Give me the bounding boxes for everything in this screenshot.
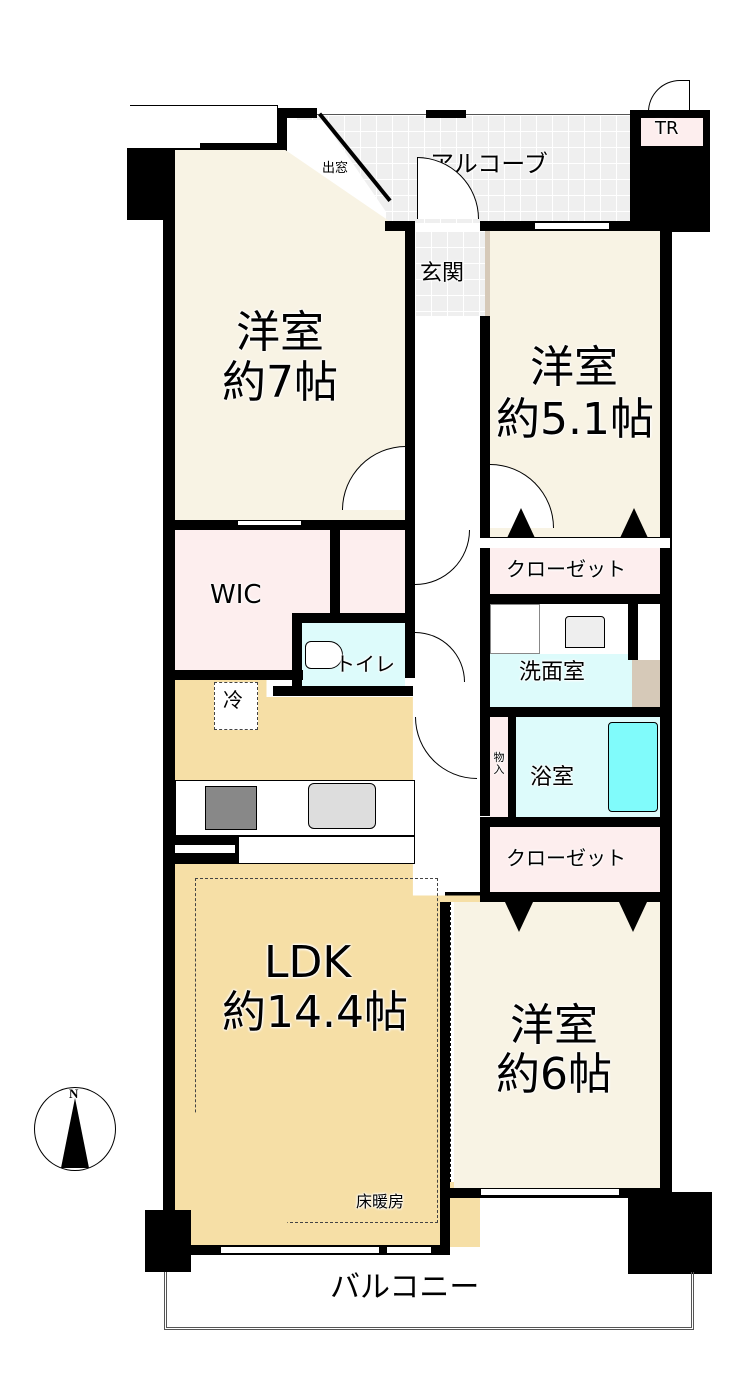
wall-washroom-right <box>628 604 638 660</box>
wic-small-storage <box>340 530 405 615</box>
western-room-5-1-size: 約5.1帖 <box>496 394 654 445</box>
toilet-fixture <box>305 641 343 669</box>
western-room-6-name: 洋室 <box>510 1000 598 1051</box>
wic-window <box>237 520 302 526</box>
wall-washroom-bottom <box>480 707 670 717</box>
western-room-6-size: 約6帖 <box>496 1049 612 1100</box>
wall-toilet-left <box>292 613 302 693</box>
wall-v-closet-lower-left <box>480 817 490 902</box>
western-room-7-name: 洋室 <box>236 307 324 358</box>
window-room6 <box>480 1188 620 1196</box>
tr-door[interactable] <box>648 80 690 112</box>
western-room-6 <box>454 902 660 1190</box>
ldk-size: 約14.4帖 <box>222 987 408 1038</box>
fridge-space <box>214 682 258 730</box>
tr-box <box>641 118 703 146</box>
compass-arrow-icon <box>61 1098 89 1168</box>
linen-storage <box>632 660 660 710</box>
wall-closet-upper-bottom <box>480 594 670 604</box>
stove <box>205 786 257 830</box>
left-wall-upper <box>163 148 175 1248</box>
washroom-label: 洗面室 <box>519 660 586 685</box>
western-room-5-1-upper <box>524 231 660 321</box>
western-room-5-1-name: 洋室 <box>530 342 618 393</box>
entrance-label: 玄関 <box>420 261 465 286</box>
sink-bowl <box>565 616 605 648</box>
closet-door-marker <box>620 508 648 538</box>
tr-label: TR <box>655 118 679 139</box>
fridge-label: 冷 <box>223 688 243 712</box>
floor-heating-label: 床暖房 <box>356 1192 405 1211</box>
counter-lower <box>238 836 415 864</box>
wall-bath-bottom <box>480 817 670 827</box>
closet-door-marker <box>505 902 533 932</box>
wall-alcove-bottom <box>385 221 415 231</box>
wall-v-entrance-left <box>405 223 415 678</box>
top-wall-left-h <box>200 143 287 153</box>
washing-machine-pan <box>490 604 540 654</box>
wall-v-corridor-right <box>480 316 490 816</box>
counter-slot <box>175 845 235 853</box>
floor-heating-area <box>195 878 438 1223</box>
balcony-label: バルコニー <box>330 1270 480 1305</box>
window-top-right <box>534 222 610 230</box>
wall-wic-bottom <box>163 670 303 680</box>
storage-label: 物入 <box>493 751 505 776</box>
ldk-name: LDK <box>264 937 352 988</box>
balcony <box>164 1272 694 1330</box>
wall-toilet-top <box>292 613 412 623</box>
bathroom-label: 浴室 <box>530 765 575 790</box>
alcove-post <box>426 110 466 118</box>
sliding-partition[interactable] <box>450 902 455 1182</box>
wall-ldk-right <box>440 902 450 1252</box>
closet-upper-label: クローゼット <box>506 557 626 581</box>
kitchen-sink <box>308 783 376 829</box>
small-storage <box>638 604 660 650</box>
window-ldk-2 <box>386 1246 432 1254</box>
ldk-lower <box>175 902 445 1247</box>
closet-door-marker <box>507 508 535 538</box>
closet-lower <box>490 827 660 892</box>
closet-door-marker <box>619 902 647 932</box>
wall-bath-left <box>508 717 516 817</box>
corner-pillar-bottom-left <box>145 1210 191 1272</box>
toilet-label: トイレ <box>335 652 395 676</box>
compass-north-label: N <box>69 1086 79 1101</box>
closet-upper <box>490 548 660 594</box>
storage <box>490 717 508 817</box>
compass: N <box>34 1086 116 1171</box>
right-wall <box>660 221 672 1221</box>
boundary-line <box>130 105 278 106</box>
top-wall-left <box>277 108 317 118</box>
bay-window-label: 出窓 <box>322 161 349 176</box>
wall-closet-lower-bottom <box>445 892 670 902</box>
closet-lower-label: クローゼット <box>506 846 626 870</box>
bathtub <box>608 722 658 812</box>
wic-label: WIC <box>210 580 262 610</box>
western-room-7-size: 約7帖 <box>222 357 338 408</box>
window-ldk-1 <box>220 1246 380 1254</box>
wall-wic-right <box>330 530 340 615</box>
wall-toilet-bottom <box>273 686 413 696</box>
top-wall-left-v <box>277 108 287 150</box>
entrance-area <box>415 231 485 316</box>
corner-pillar-bottom-right <box>628 1192 712 1274</box>
